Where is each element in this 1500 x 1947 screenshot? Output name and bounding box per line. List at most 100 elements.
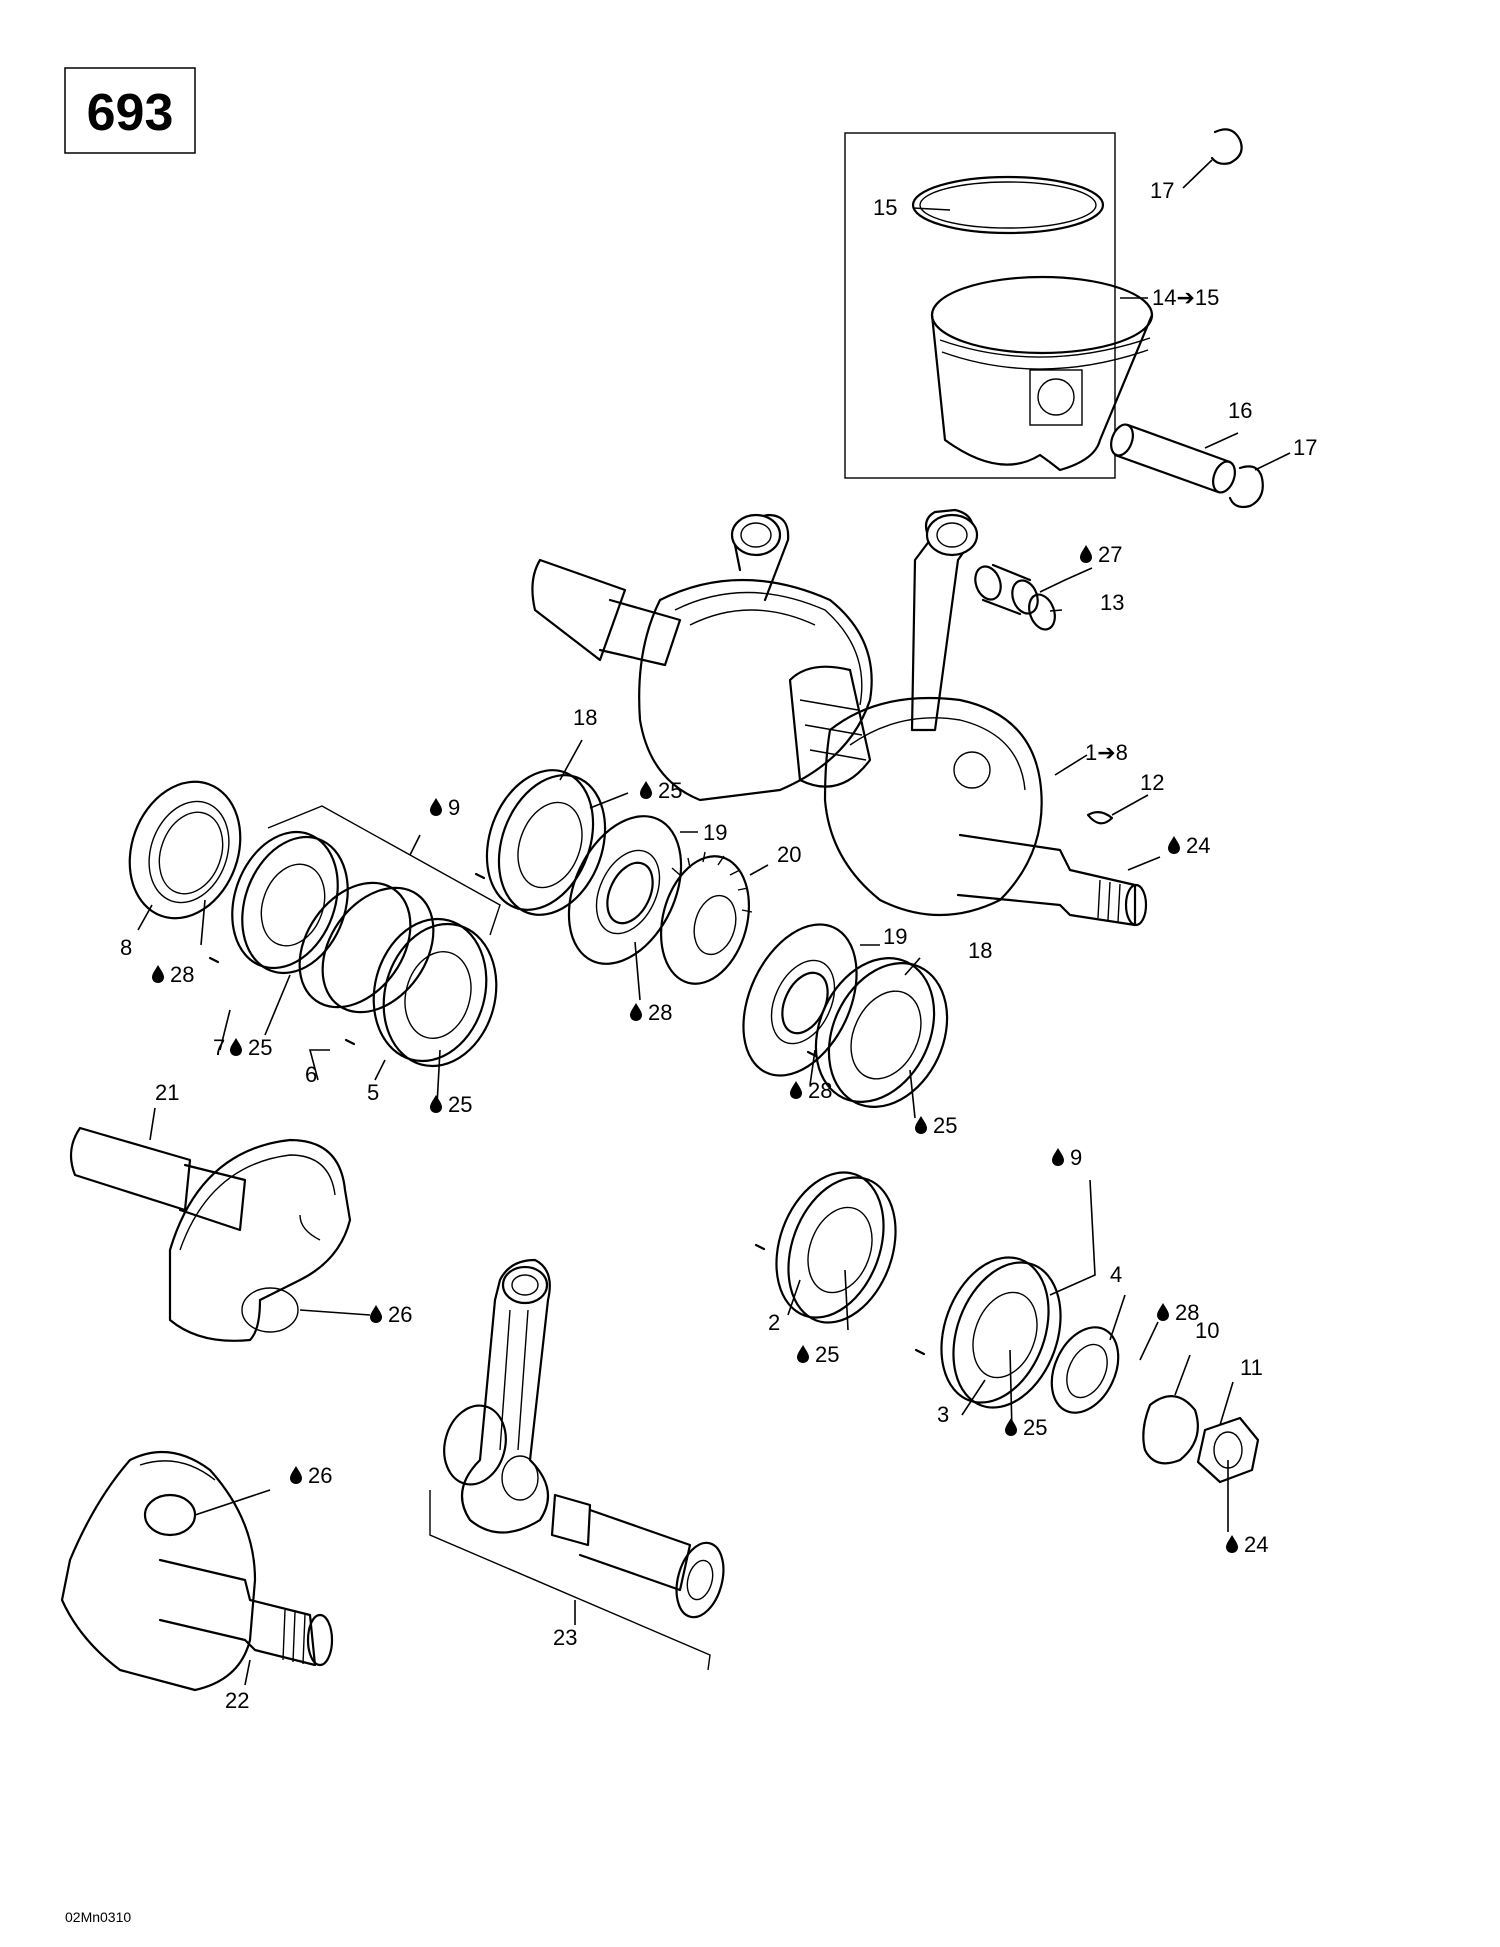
oil-drop-icon xyxy=(790,1081,802,1099)
callout-number: 24 xyxy=(1186,833,1210,858)
callout-number: 28 xyxy=(1175,1300,1199,1325)
callout-number: 5 xyxy=(367,1080,379,1105)
callout-number: 28 xyxy=(648,1000,672,1025)
callout-c19a: 19 xyxy=(703,820,727,845)
oil-drop-icon xyxy=(1080,545,1092,563)
circlip-bottom xyxy=(1228,465,1264,509)
callout-number: 14➔15 xyxy=(1152,285,1219,310)
callout-c17b: 17 xyxy=(1293,435,1317,460)
callout-c9b: 9 xyxy=(1052,1145,1082,1170)
callout-c1: 1➔8 xyxy=(1085,740,1128,765)
callout-number: 12 xyxy=(1140,770,1164,795)
callout-number: 8 xyxy=(120,935,132,960)
callout-number: 11 xyxy=(1240,1355,1263,1380)
callout-c19b: 19 xyxy=(883,924,907,949)
ball-bearing-18-lower xyxy=(814,957,949,1108)
callout-number: 23 xyxy=(553,1625,577,1650)
ball-bearing-18-upper xyxy=(485,769,607,916)
piston-kit-box xyxy=(844,132,1154,479)
snap-rings-6 xyxy=(298,881,435,1014)
oil-drop-icon xyxy=(1157,1303,1169,1321)
oil-drop-icon xyxy=(1005,1418,1017,1436)
callout-c18a: 18 xyxy=(573,705,597,730)
callout-number: 1➔8 xyxy=(1085,740,1128,765)
callout-c13: 13 xyxy=(1100,590,1124,615)
callout-number: 18 xyxy=(573,705,597,730)
drive-gear-20 xyxy=(659,851,753,985)
callout-number: 19 xyxy=(703,820,727,845)
oil-drop-icon xyxy=(1226,1535,1238,1553)
diagram-number: 693 xyxy=(87,84,174,142)
ball-bearing-5 xyxy=(372,917,498,1068)
oil-seal-19-lower xyxy=(742,923,858,1077)
callout-number: 19 xyxy=(883,924,907,949)
needle-bearing-kit xyxy=(974,563,1056,631)
callout-number: 25 xyxy=(815,1342,839,1367)
crankshaft-assembly xyxy=(531,508,1148,927)
callout-c14: 14➔15 xyxy=(1152,285,1219,310)
callout-c12: 12 xyxy=(1140,770,1164,795)
callout-c11: 11 xyxy=(1240,1355,1263,1380)
callout-number: 26 xyxy=(308,1463,332,1488)
oil-drop-icon xyxy=(630,1003,642,1021)
oil-drop-icon xyxy=(290,1466,302,1484)
drawing-code: 02Mn0310 xyxy=(65,1909,131,1925)
callout-number: 25 xyxy=(448,1092,472,1117)
piston-pin xyxy=(1110,423,1236,494)
callout-number: 7 xyxy=(213,1035,225,1060)
leader-lines xyxy=(137,159,1291,1686)
oil-seal-19-upper xyxy=(567,815,683,965)
callout-number: 25 xyxy=(1023,1415,1047,1440)
callout-number: 15 xyxy=(873,195,897,220)
callout-number: 28 xyxy=(170,962,194,987)
callout-number: 16 xyxy=(1228,398,1252,423)
callout-c22: 22 xyxy=(225,1688,249,1713)
oil-drop-icon xyxy=(430,798,442,816)
callout-c28b: 28 xyxy=(630,1000,672,1025)
ball-bearing-3 xyxy=(940,1256,1062,1409)
callout-c8: 8 xyxy=(120,935,132,960)
lock-washer-10 xyxy=(1142,1395,1199,1465)
callout-c5: 5 xyxy=(367,1080,379,1105)
callout-c23: 23 xyxy=(553,1625,577,1650)
callout-number: 18 xyxy=(968,938,992,963)
callout-number: 25 xyxy=(248,1035,272,1060)
bracket-9 xyxy=(267,805,501,936)
dowel-pin xyxy=(208,956,220,964)
callout-c21: 21 xyxy=(155,1080,179,1105)
callout-c2: 2 xyxy=(768,1310,780,1335)
callout-number: 25 xyxy=(933,1113,957,1138)
callout-number: 9 xyxy=(1070,1145,1082,1170)
piston-ring xyxy=(911,175,1105,235)
ball-bearing-2 xyxy=(775,1171,897,1324)
callout-c24a: 24 xyxy=(1168,833,1210,858)
half-crankshaft-22 xyxy=(60,1450,334,1692)
callout-c25a: 25 xyxy=(640,778,682,803)
callout-c16: 16 xyxy=(1228,398,1252,423)
callout-number: 27 xyxy=(1098,542,1122,567)
callout-c4: 4 xyxy=(1110,1262,1122,1287)
callout-c20: 20 xyxy=(777,842,801,867)
callout-c7: 7 xyxy=(213,1035,225,1060)
callout-number: 4 xyxy=(1110,1262,1122,1287)
callout-c27: 27 xyxy=(1080,542,1122,567)
callout-number: 2 xyxy=(768,1310,780,1335)
callout-c28d: 28 xyxy=(1157,1300,1199,1325)
oil-seal-4 xyxy=(1050,1326,1120,1414)
oil-drop-icon xyxy=(797,1345,809,1363)
callout-number: 26 xyxy=(388,1302,412,1327)
callout-number: 17 xyxy=(1293,435,1317,460)
callout-c25d: 25 xyxy=(915,1113,957,1138)
callout-c3: 3 xyxy=(937,1402,949,1427)
callout-number: 9 xyxy=(448,795,460,820)
dowel-pin xyxy=(474,872,486,880)
oil-drop-icon xyxy=(430,1095,442,1113)
callout-c28a: 28 xyxy=(152,962,194,987)
callout-number: 6 xyxy=(305,1062,317,1087)
callout-number: 24 xyxy=(1244,1532,1268,1557)
oil-drop-icon xyxy=(915,1116,927,1134)
callout-number: 28 xyxy=(808,1078,832,1103)
callout-number: 20 xyxy=(777,842,801,867)
dowel-pin xyxy=(344,1038,356,1046)
